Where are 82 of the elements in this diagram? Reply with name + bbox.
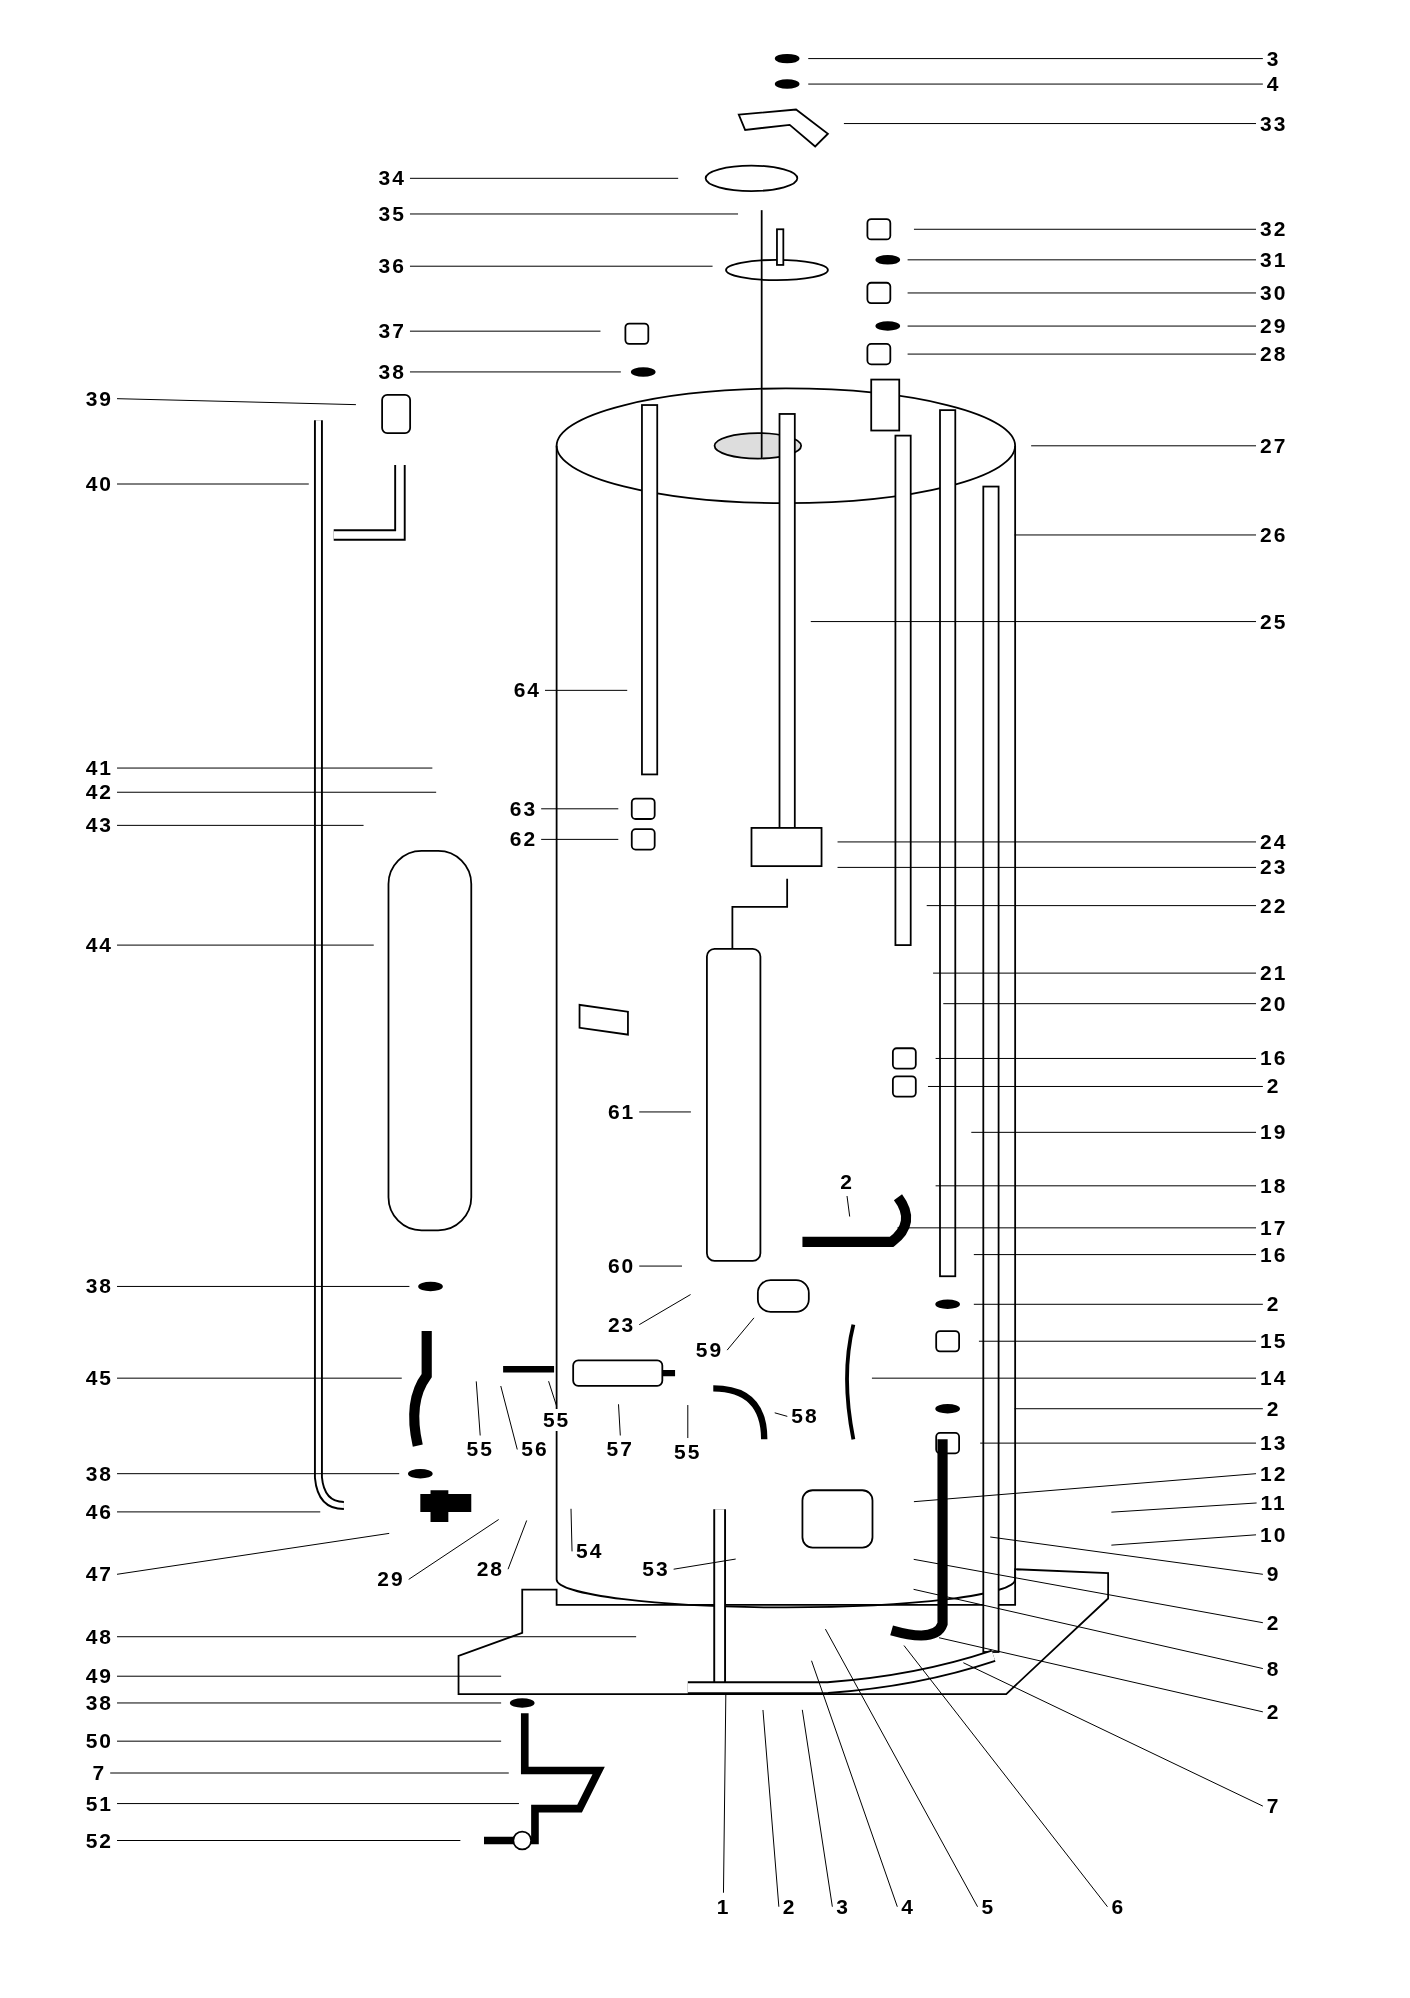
- leader-line: [687, 1404, 689, 1439]
- leader-line: [116, 1532, 390, 1575]
- leader-line: [409, 177, 679, 179]
- leader-line: [811, 1660, 898, 1908]
- leader-line: [570, 1508, 573, 1552]
- leader-line: [1014, 1408, 1264, 1410]
- leader-line: [907, 259, 1257, 261]
- leader-line: [475, 1380, 481, 1436]
- leader-line: [913, 228, 1257, 230]
- leader-line: [116, 1473, 400, 1475]
- leader-line: [913, 1588, 1264, 1670]
- leader-line: [638, 1111, 692, 1113]
- leader-line: [116, 944, 375, 946]
- leader-line: [116, 1511, 321, 1513]
- leader-line: [726, 1317, 755, 1351]
- leader-line: [116, 1702, 502, 1704]
- leader-line: [837, 841, 1257, 843]
- leader-line: [409, 265, 714, 267]
- leader-line: [970, 1131, 1257, 1133]
- leader-line: [907, 353, 1257, 355]
- leader-line: [935, 1185, 1257, 1187]
- leader-line: [962, 1662, 1264, 1807]
- leader-line: [116, 767, 433, 769]
- leader-line: [116, 1840, 461, 1841]
- leader-line: [807, 83, 1264, 85]
- leader-line: [926, 905, 1257, 907]
- leader-line: [116, 1740, 502, 1742]
- leader-line: [673, 1558, 737, 1570]
- leader-line: [973, 1303, 1264, 1305]
- leader-line: [938, 1637, 1264, 1713]
- leader-line: [638, 1294, 692, 1326]
- leader-line: [903, 1645, 1108, 1908]
- leader-line: [116, 1803, 520, 1805]
- leader-line: [807, 58, 1264, 60]
- leader-line: [1110, 1502, 1258, 1513]
- leader-line: [824, 1628, 979, 1908]
- leader-line: [837, 866, 1257, 868]
- leader-line: [116, 824, 365, 826]
- leader-line: [1030, 445, 1257, 447]
- leader-line: [500, 1385, 518, 1450]
- leader-line: [942, 1003, 1257, 1005]
- leader-line: [638, 1265, 683, 1267]
- leader-line: [979, 1442, 1257, 1444]
- leader-line: [540, 838, 619, 840]
- leader-line: [1014, 534, 1257, 536]
- leader-line: [116, 1675, 502, 1677]
- leader-line: [116, 398, 357, 406]
- leader-line: [932, 972, 1257, 974]
- leader-line: [801, 1709, 833, 1908]
- leader-line: [810, 621, 1257, 623]
- leader-line: [935, 1057, 1257, 1059]
- leader-line: [846, 1195, 851, 1217]
- leader-line: [927, 1085, 1264, 1087]
- leader-line: [116, 1377, 403, 1379]
- leader-line: [544, 689, 628, 691]
- leader-line: [116, 483, 310, 485]
- leader-line: [116, 1285, 410, 1287]
- leader-line: [907, 292, 1257, 294]
- leader-line: [843, 123, 1257, 125]
- leader-line: [618, 1403, 621, 1436]
- leader-line: [978, 1340, 1257, 1342]
- leader-line: [408, 1519, 500, 1580]
- leader-line: [973, 1254, 1257, 1256]
- leader-line: [409, 213, 739, 215]
- leader-line: [540, 808, 619, 810]
- leader-line: [896, 1227, 1257, 1229]
- leader-line: [722, 1694, 727, 1894]
- leader-line: [774, 1412, 788, 1417]
- leader-line: [507, 1519, 528, 1570]
- leader-line: [109, 1772, 510, 1774]
- leader-line: [116, 1636, 637, 1638]
- leader-line: [907, 325, 1257, 327]
- leader-line: [989, 1536, 1264, 1575]
- leader-line: [409, 330, 601, 332]
- leader-line: [762, 1709, 780, 1908]
- leader-line: [1110, 1534, 1257, 1546]
- leader-line: [913, 1473, 1257, 1503]
- leader-line: [871, 1377, 1257, 1379]
- leader-line: [548, 1380, 558, 1407]
- leader-line: [116, 791, 437, 793]
- leader-line: [913, 1558, 1264, 1624]
- leader-line: [409, 371, 622, 373]
